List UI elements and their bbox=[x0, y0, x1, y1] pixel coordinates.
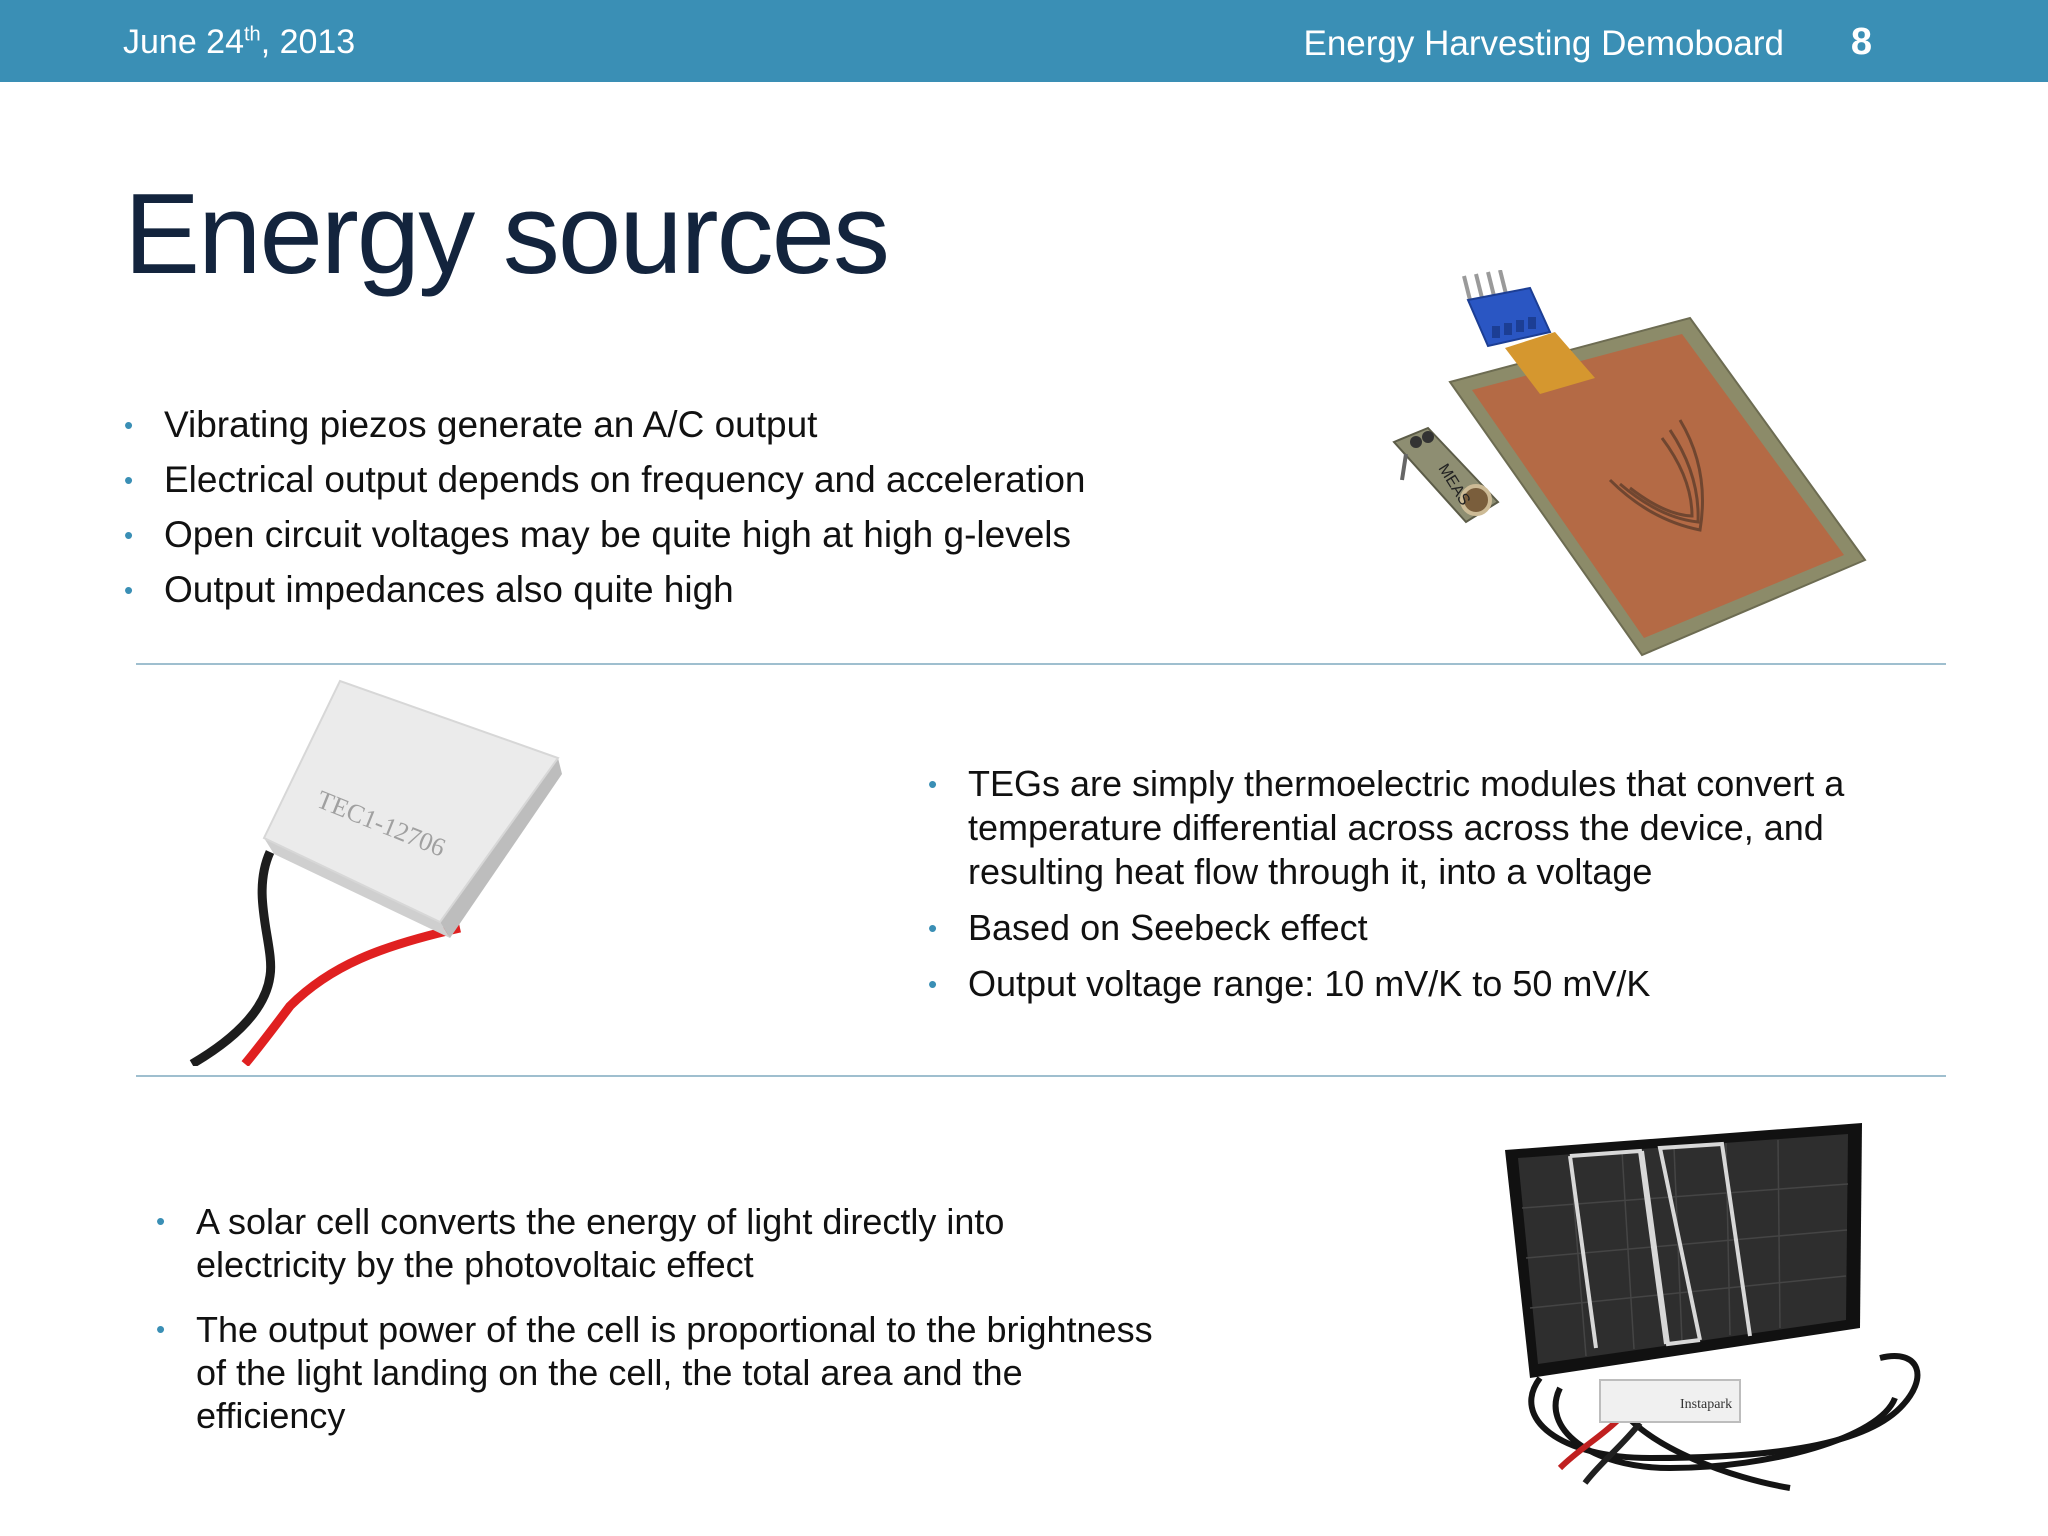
deck-title: Energy Harvesting Demoboard bbox=[1303, 24, 1784, 63]
teg-bullet-list: TEGs are simply thermoelectric modules t… bbox=[928, 762, 1928, 1018]
slide-title: Energy sources bbox=[124, 171, 890, 298]
section-divider bbox=[136, 663, 1946, 665]
piezo-harvester-image: MEAS bbox=[1392, 270, 1867, 657]
solar-bullet: A solar cell converts the energy of ligh… bbox=[156, 1200, 1156, 1286]
teg-bullet: Output voltage range: 10 mV/K to 50 mV/K bbox=[928, 962, 1928, 1006]
section-divider bbox=[136, 1075, 1946, 1077]
solar-bullet: The output power of the cell is proporti… bbox=[156, 1308, 1156, 1437]
piezo-bullet: Vibrating piezos generate an A/C output bbox=[124, 402, 1124, 457]
piezo-bullet: Electrical output depends on frequency a… bbox=[124, 457, 1124, 512]
teg-bullet: Based on Seebeck effect bbox=[928, 906, 1928, 950]
piezo-bullet: Output impedances also quite high bbox=[124, 567, 1124, 622]
piezo-bullet: Open circuit voltages may be quite high … bbox=[124, 512, 1124, 567]
teg-module-image: TEC1-12706 bbox=[189, 679, 562, 1066]
solar-panel-image: Instapark bbox=[1505, 1123, 1921, 1491]
solar-bullet-list: A solar cell converts the energy of ligh… bbox=[156, 1200, 1156, 1459]
date-label: June 24th, 2013 bbox=[123, 23, 356, 61]
brand-label: Instapark bbox=[1680, 1397, 1732, 1412]
header-bar: June 24th, 2013 Energy Harvesting Demobo… bbox=[0, 0, 2048, 82]
piezo-bullet-list: Vibrating piezos generate an A/C output … bbox=[124, 402, 1124, 622]
page-number: 8 bbox=[1850, 21, 1872, 63]
teg-bullet: TEGs are simply thermoelectric modules t… bbox=[928, 762, 1928, 894]
